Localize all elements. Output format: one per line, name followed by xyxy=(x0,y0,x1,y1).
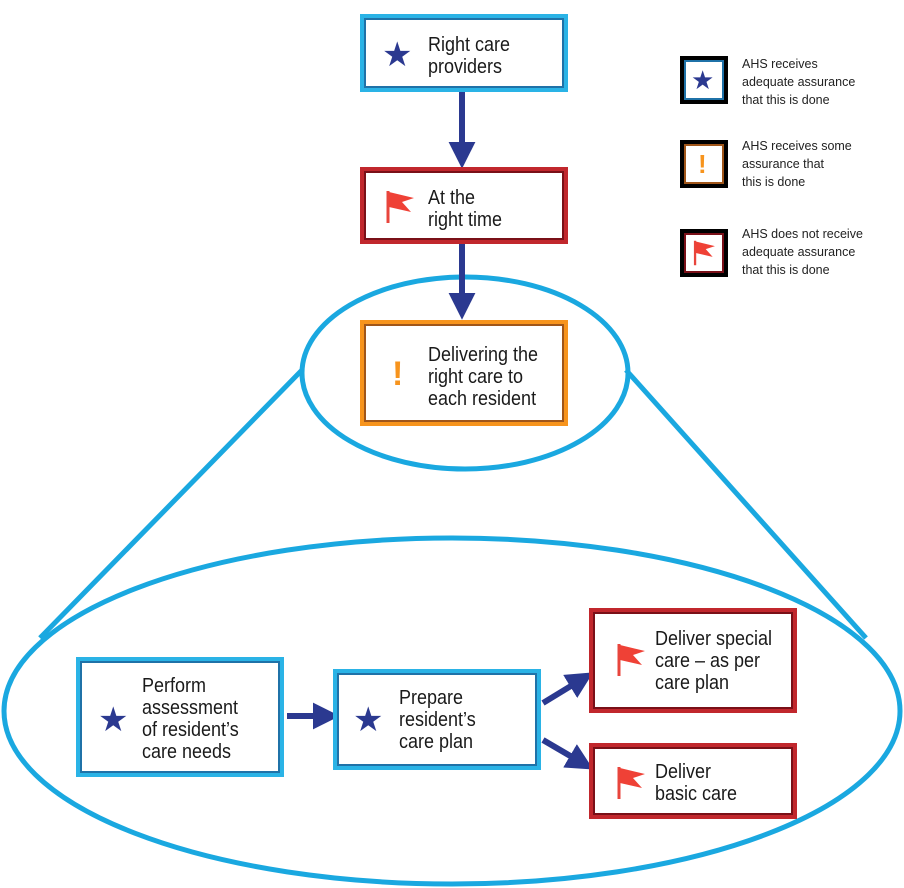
legend-text-some: AHS receives some assurance that this is… xyxy=(742,139,852,189)
exclamation-icon: ! xyxy=(392,355,404,393)
node-deliver-basic-care: Deliver basic care xyxy=(589,743,797,819)
lens-left-line xyxy=(38,368,304,640)
star-icon: ★ xyxy=(98,701,129,739)
lens-right-line xyxy=(624,368,868,640)
legend-text-not-assured: AHS does not receive adequate assurance … xyxy=(742,227,863,277)
node-label: At the right time xyxy=(428,187,503,231)
exclamation-icon: ! xyxy=(698,149,707,179)
node-label: Right care providers xyxy=(428,34,511,78)
star-icon: ★ xyxy=(691,65,715,95)
node-label: Deliver special care – as per care plan xyxy=(655,628,773,694)
arrow-plan-to-basic xyxy=(541,737,594,770)
node-label: Prepare resident’s care plan xyxy=(399,687,476,753)
node-right-care-providers: ★ Right care providers xyxy=(360,14,568,92)
node-label: Deliver basic care xyxy=(655,761,738,805)
legend-box-assured: ★ xyxy=(680,56,728,104)
node-prepare-care-plan: ★ Prepare resident’s care plan xyxy=(333,669,541,770)
node-delivering-right-care: ! Delivering the right care to each resi… xyxy=(360,320,568,426)
arrow-plan-to-special xyxy=(541,672,594,706)
node-deliver-special-care: Deliver special care – as per care plan xyxy=(589,608,797,713)
star-icon: ★ xyxy=(353,701,384,739)
legend-box-some: ! xyxy=(680,140,728,188)
flag-icon xyxy=(615,642,649,683)
legend-text-assured: AHS receives adequate assurance that thi… xyxy=(742,57,856,107)
flag-icon xyxy=(615,765,649,806)
star-icon: ★ xyxy=(382,36,413,74)
legend-box-not-assured xyxy=(680,229,728,277)
node-at-right-time: At the right time xyxy=(360,167,568,244)
flag-icon xyxy=(692,239,718,272)
flag-icon xyxy=(384,189,418,230)
node-perform-assessment: ★ Perform assessment of resident’s care … xyxy=(76,657,284,777)
lens-large-ellipse xyxy=(1,535,903,887)
node-label: Delivering the right care to each reside… xyxy=(428,344,539,410)
node-label: Perform assessment of resident’s care ne… xyxy=(142,675,239,763)
